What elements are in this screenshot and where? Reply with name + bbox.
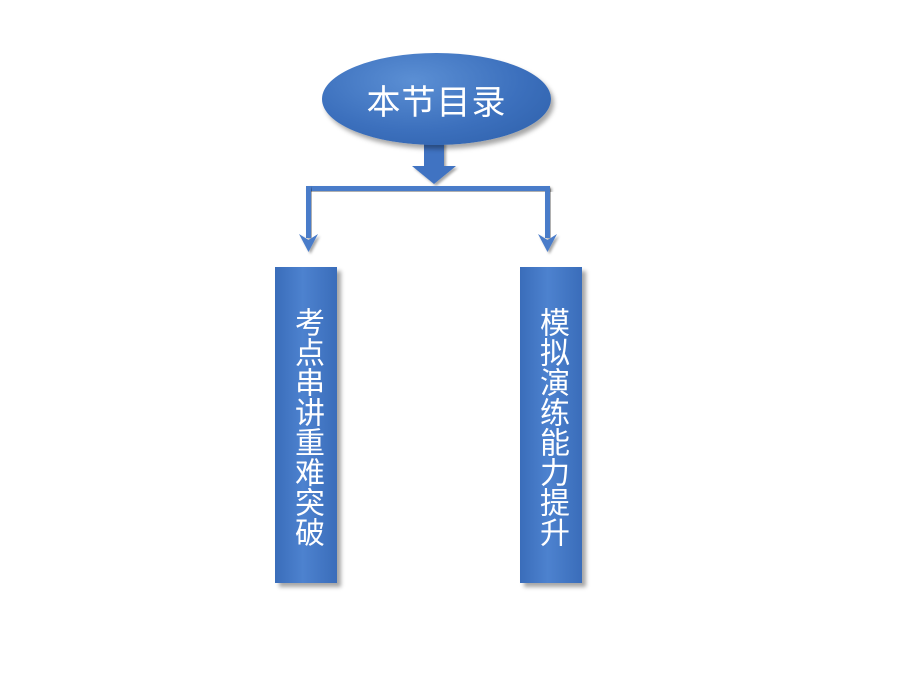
root-node-label: 本节目录 xyxy=(366,82,507,123)
left-vertical-connector xyxy=(306,186,311,238)
branch-node-label: 模拟演练能力提升 xyxy=(534,307,569,547)
root-down-arrow xyxy=(412,142,456,184)
branch-node-practice: 模拟演练能力提升 xyxy=(520,267,582,583)
horizontal-connector xyxy=(306,186,550,191)
right-vertical-connector xyxy=(545,186,550,238)
root-node-toc: 本节目录 xyxy=(322,53,551,145)
branch-node-label: 考点串讲重难突破 xyxy=(289,307,324,547)
branch-node-key-points: 考点串讲重难突破 xyxy=(275,267,337,583)
left-arrowhead xyxy=(299,234,318,252)
right-arrowhead xyxy=(538,234,557,252)
